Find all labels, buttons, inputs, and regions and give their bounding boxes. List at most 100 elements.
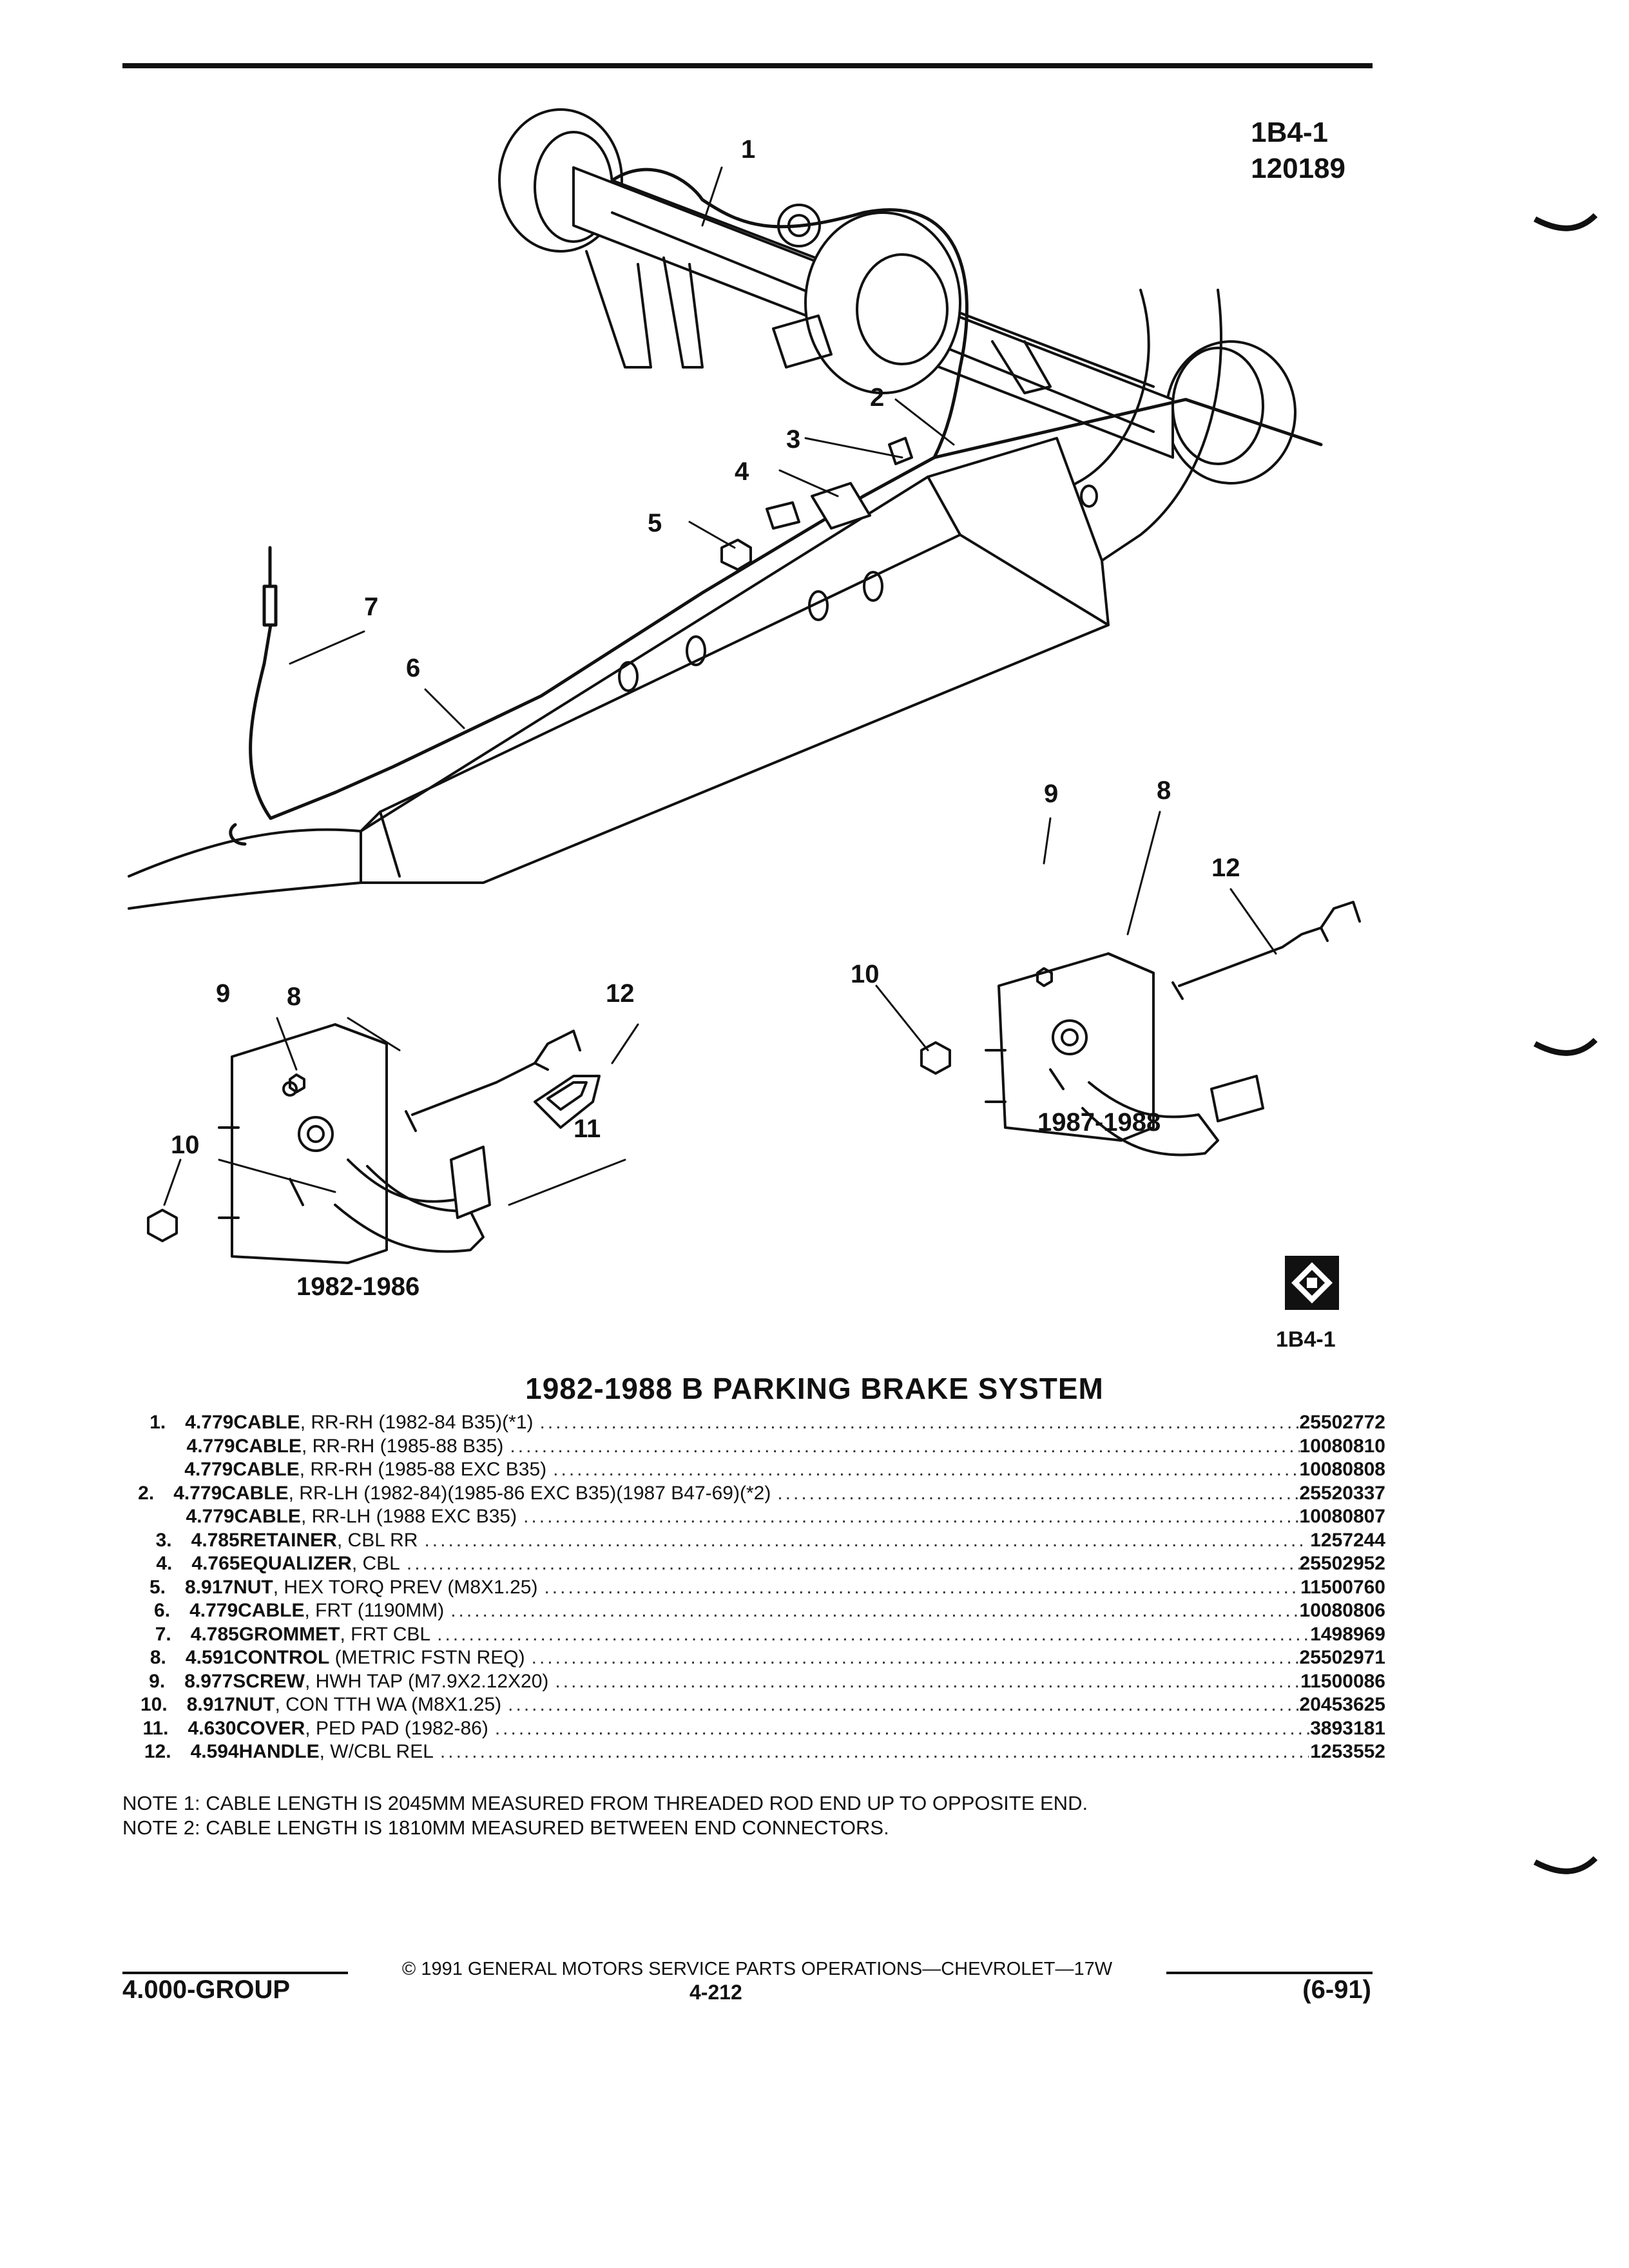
note-2: NOTE 2: CABLE LENGTH IS 1810MM MEASURED …	[122, 1816, 889, 1839]
list-item: 12. 4.594 HANDLE, W/CBL REL 1253552	[129, 1740, 1385, 1764]
part-number: 25502971	[1299, 1647, 1385, 1668]
list-item: 11. 4.630 COVER, PED PAD (1982-86) 38931…	[129, 1717, 1385, 1741]
part-description: HANDLE, W/CBL REL	[239, 1740, 434, 1764]
dot-leader	[525, 1646, 1300, 1670]
part-number: 3893181	[1310, 1717, 1385, 1739]
part-number: 25520337	[1299, 1482, 1385, 1504]
list-item: 4.779 CABLE, RR-RH (1985-88 B35) 1008081…	[129, 1435, 1385, 1459]
item-index: 5.	[149, 1576, 166, 1598]
note-1: NOTE 1: CABLE LENGTH IS 2045MM MEASURED …	[122, 1792, 1088, 1814]
brake-cables	[229, 168, 1323, 846]
binder-mark-icon	[1534, 1856, 1598, 1874]
list-item: 4.779 CABLE, RR-LH (1988 EXC B35) 100808…	[129, 1505, 1385, 1529]
part-detail: , PED PAD (1982-86)	[305, 1717, 488, 1739]
notes: NOTE 1: CABLE LENGTH IS 2045MM MEASURED …	[122, 1791, 1088, 1840]
part-detail: , CON TTH WA (M8X1.25)	[275, 1694, 502, 1715]
part-detail: , RR-RH (1985-88 EXC B35)	[299, 1459, 547, 1480]
dot-leader	[488, 1717, 1310, 1741]
callout-8-early: 8	[287, 983, 302, 1011]
catalog-badge-icon	[1282, 1253, 1342, 1312]
view-label-1982-1986: 1982-1986	[296, 1273, 420, 1301]
part-detail: , FRT (1190MM)	[304, 1600, 445, 1621]
dot-leader	[400, 1552, 1300, 1576]
part-description: NUT, CON TTH WA (M8X1.25)	[235, 1693, 501, 1717]
list-item: 2. 4.779 CABLE, RR-LH (1982-84)(1985-86 …	[129, 1482, 1385, 1506]
callout-12-early: 12	[606, 979, 635, 1008]
part-description: CABLE, RR-LH (1988 EXC B35)	[235, 1505, 517, 1529]
view-label-1987-1988: 1987-1988	[1037, 1108, 1161, 1137]
dot-leader	[534, 1411, 1300, 1435]
part-description: CABLE, RR-RH (1982-84 B35)(*1)	[233, 1411, 533, 1435]
rear-axle-assembly	[498, 108, 1296, 485]
part-number: 10080808	[1299, 1459, 1385, 1480]
part-description: CABLE, RR-RH (1985-88 EXC B35)	[233, 1458, 546, 1482]
group-number: 8.917	[185, 1576, 234, 1598]
footer-rule-left	[122, 1972, 348, 1974]
item-index: 1.	[149, 1412, 166, 1433]
callout-7: 7	[364, 593, 379, 621]
callout-5: 5	[648, 509, 662, 537]
part-name: NUT	[233, 1576, 273, 1598]
part-detail: , CBL RR	[336, 1529, 418, 1551]
item-index: 7.	[155, 1623, 171, 1645]
part-description: COVER, PED PAD (1982-86)	[236, 1717, 488, 1741]
item-index: 11.	[142, 1717, 169, 1739]
part-detail: , CBL	[351, 1553, 400, 1574]
callout-10-late: 10	[851, 960, 880, 988]
binder-mark-icon	[1534, 213, 1598, 231]
illustration-number: 120189	[1251, 153, 1345, 184]
footer-date: (6-91)	[1302, 1975, 1371, 2004]
part-number: 10080806	[1299, 1600, 1385, 1621]
part-name: COVER	[236, 1717, 305, 1739]
part-description: NUT, HEX TORQ PREV (M8X1.25)	[233, 1576, 537, 1600]
part-description: CABLE, RR-RH (1985-88 B35)	[235, 1435, 504, 1459]
group-number: 4.779	[189, 1600, 238, 1621]
parts-list-title: 1982-1988 B PARKING BRAKE SYSTEM	[525, 1372, 1104, 1405]
part-name: CABLE	[234, 1506, 301, 1527]
group-number: 4.779	[184, 1459, 233, 1480]
part-name: HANDLE	[238, 1741, 320, 1762]
parking-brake-diagram: 1 2 3 4 5 6 7 8 9 10 12 8 9 10 11 12 198…	[122, 97, 1411, 1324]
group-number: 4.779	[185, 1412, 234, 1433]
group-number: 8.977	[184, 1670, 233, 1692]
part-number: 1253552	[1310, 1741, 1385, 1762]
footer-copyright: © 1991 GENERAL MOTORS SERVICE PARTS OPER…	[401, 1959, 1113, 1979]
part-description: RETAINER, CBL RR	[240, 1529, 418, 1553]
callout-3: 3	[786, 425, 801, 454]
dot-leader	[546, 1458, 1299, 1482]
part-name: CABLE	[233, 1459, 300, 1480]
part-detail: , RR-RH (1982-84 B35)(*1)	[300, 1412, 534, 1433]
part-number: 10080810	[1299, 1435, 1385, 1457]
callout-10-early: 10	[171, 1131, 200, 1159]
list-item: 5. 8.917 NUT, HEX TORQ PREV (M8X1.25) 11…	[129, 1576, 1385, 1600]
part-number: 1257244	[1310, 1529, 1385, 1551]
callout-1: 1	[741, 135, 756, 164]
dot-leader	[548, 1670, 1300, 1694]
group-number: 4.785	[191, 1529, 240, 1551]
equalizer-assembly	[720, 437, 913, 571]
part-description: GROMMET, FRT CBL	[239, 1623, 430, 1647]
part-number: 10080807	[1299, 1506, 1385, 1527]
list-item: 4. 4.765 EQUALIZER, CBL 25502952	[129, 1552, 1385, 1576]
part-detail: , HEX TORQ PREV (M8X1.25)	[273, 1576, 538, 1598]
part-description: CABLE, RR-LH (1982-84)(1985-86 EXC B35)(…	[222, 1482, 771, 1506]
part-number: 11500086	[1300, 1670, 1385, 1692]
header-block: 1B4-1 120189	[1251, 115, 1345, 187]
part-detail: , RR-LH (1988 EXC B35)	[300, 1506, 517, 1527]
callout-4: 4	[735, 457, 749, 486]
page-number: 4-212	[689, 1981, 742, 2004]
dot-leader	[517, 1505, 1299, 1529]
part-name: SCREW	[233, 1670, 305, 1692]
callout-9-late: 9	[1044, 780, 1059, 808]
dot-leader	[418, 1529, 1307, 1553]
list-item: 9. 8.977 SCREW, HWH TAP (M7.9X2.12X20) 1…	[129, 1670, 1385, 1694]
callout-12-late: 12	[1211, 854, 1240, 882]
part-number: 25502952	[1299, 1553, 1385, 1574]
list-item: 1. 4.779 CABLE, RR-RH (1982-84 B35)(*1) …	[129, 1411, 1385, 1435]
dot-leader	[444, 1599, 1299, 1623]
part-detail: , RR-RH (1985-88 B35)	[301, 1435, 504, 1457]
part-name: GROMMET	[238, 1623, 340, 1645]
list-item: 3. 4.785 RETAINER, CBL RR 1257244	[129, 1529, 1385, 1553]
item-index: 6.	[154, 1600, 171, 1621]
group-number: 4.591	[185, 1647, 234, 1668]
